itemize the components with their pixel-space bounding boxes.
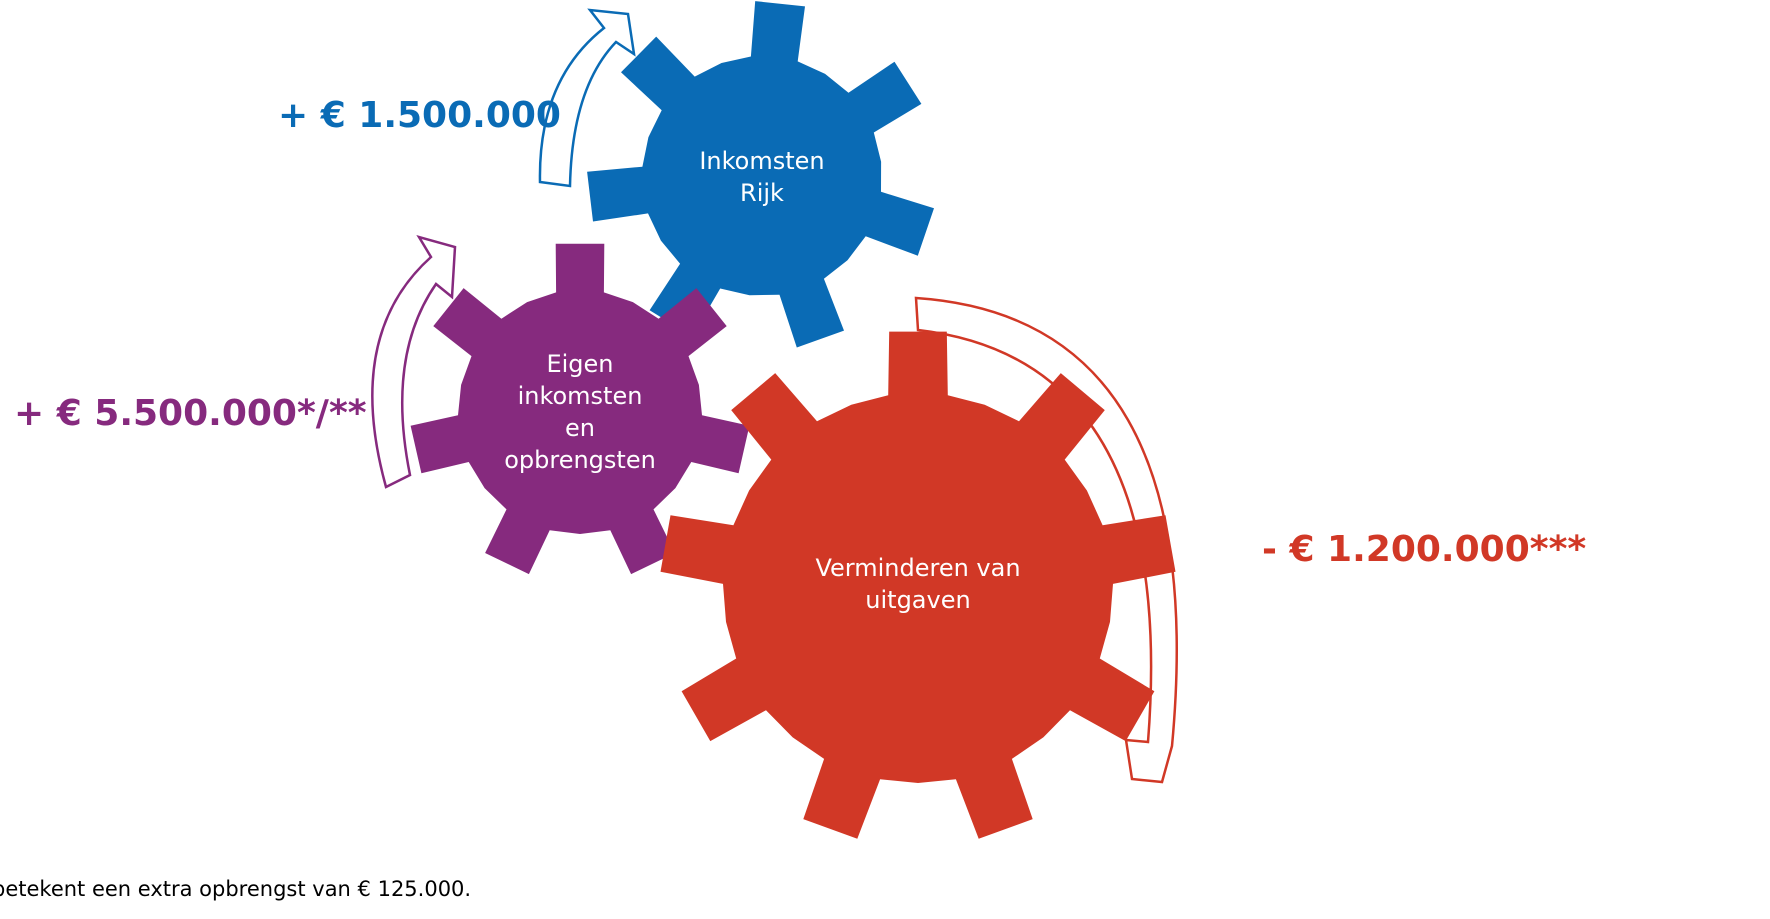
amount-eigen: + € 5.500.000*/** — [14, 393, 367, 434]
gear-label-eigen-line3: en — [565, 414, 595, 442]
gear-label-eigen: Eigen inkomsten en opbrengsten — [504, 348, 656, 476]
gear-rijk — [587, 1, 934, 348]
gear-uitgaven — [660, 331, 1176, 839]
gear-label-rijk-line1: Inkomsten — [699, 147, 825, 175]
gear-label-eigen-line4: opbrengsten — [504, 446, 656, 474]
gear-label-uitgaven: Verminderen van uitgaven — [815, 552, 1020, 616]
curved-up-arrow-icon — [371, 234, 457, 489]
gear-label-eigen-line2: inkomsten — [517, 382, 643, 410]
gear-label-eigen-line1: Eigen — [546, 350, 614, 378]
amount-uitgaven: - € 1.200.000*** — [1262, 529, 1587, 570]
amount-rijk: + € 1.500.000 — [278, 95, 561, 136]
gear-label-uitgaven-line1: Verminderen van — [815, 554, 1021, 582]
curved-up-arrow-icon — [538, 8, 636, 188]
gear-label-rijk-line2: Rijk — [740, 179, 784, 207]
gear-label-uitgaven-line2: uitgaven — [865, 586, 971, 614]
footnote: betekent een extra opbrengst van € 125.0… — [0, 877, 472, 901]
gear-label-rijk: Inkomsten Rijk — [699, 145, 824, 209]
gear-eigen — [410, 243, 750, 575]
